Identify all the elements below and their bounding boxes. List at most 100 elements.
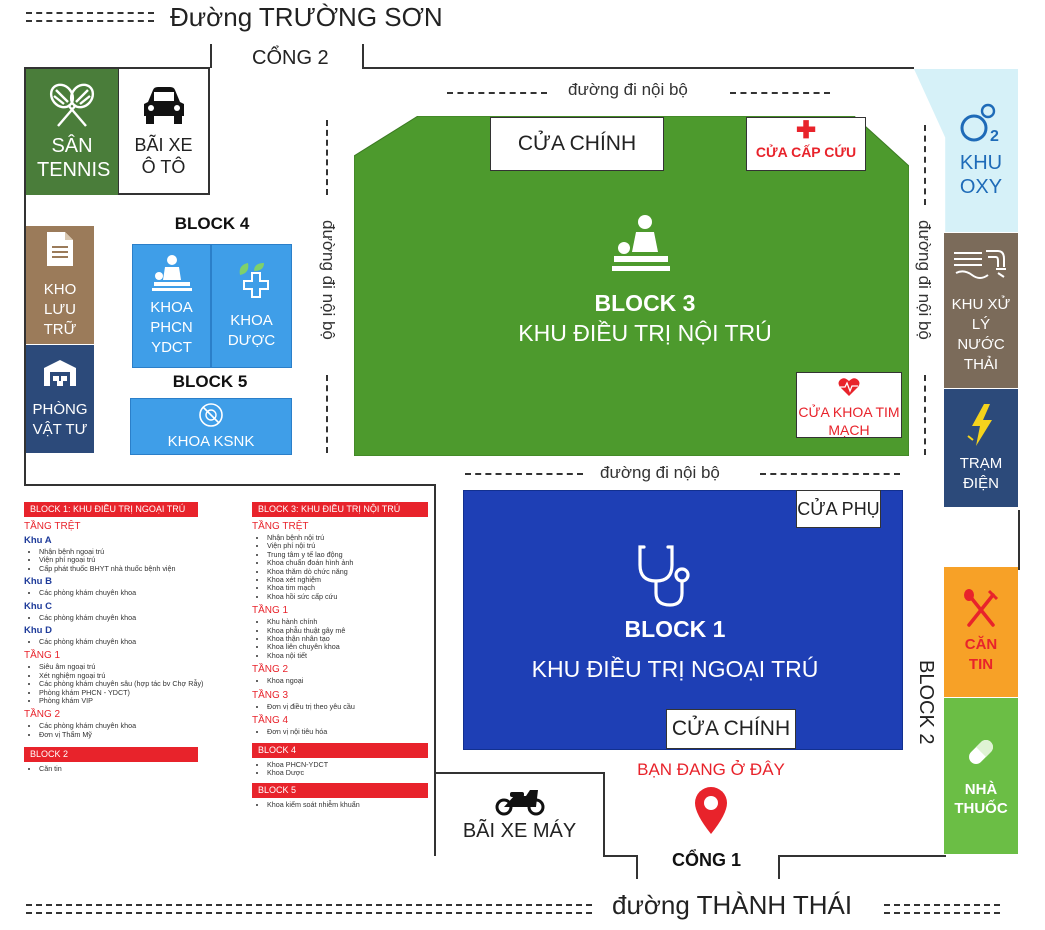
legend-floor-title: TẦNG 4: [252, 715, 289, 727]
heart-pulse-icon: [838, 378, 860, 396]
boundary-line: [210, 44, 212, 68]
block1-main-door[interactable]: CỬA CHÍNH: [666, 709, 796, 749]
leaf-cross-icon: [239, 263, 269, 298]
road-top-line: [26, 12, 154, 14]
internal-road-dash: [465, 473, 583, 475]
block1-side-door[interactable]: CỬA PHỤ: [796, 490, 881, 528]
block1-subtitle: KHU ĐIỀU TRỊ NGOẠI TRÚ: [531, 656, 819, 682]
boundary-line: [24, 67, 26, 485]
tile-pharmacy[interactable]: NHÀ THUỐC: [944, 698, 1018, 854]
road-truong-son-label: Đường TRƯỜNG SƠN: [170, 2, 443, 32]
legend-list: Các phòng khám chuyên khoa: [24, 637, 234, 646]
legend-floor-title: TẦNG 1: [252, 605, 289, 617]
road-top-line: [26, 20, 154, 22]
boundary-line: [1018, 510, 1020, 570]
legend-item: Khoa phẫu thuật gây mê: [267, 626, 367, 635]
legend-list: Khoa ngoại: [252, 676, 367, 685]
tile-canteen-label: CĂN TIN: [964, 636, 998, 673]
tennis-icon: [49, 83, 95, 127]
tile-phcn-ydct[interactable]: KHOA PHCN YDCT: [132, 244, 211, 368]
legend-item: Trung tâm y tế lao động: [267, 550, 367, 559]
legend-list: Các phòng khám chuyên khoa: [24, 588, 234, 597]
legend-block4-list: Khoa PHCN-YDCTKhoa Dược: [252, 760, 430, 778]
legend-block3: BLOCK 3: KHU ĐIỀU TRỊ NỘI TRÚ TẦNG TRỆTN…: [252, 502, 430, 810]
tile-ksnk-label: KHOA KSNK: [167, 432, 255, 450]
legend-item: Nhận bệnh ngoại trú: [39, 547, 234, 556]
road-bottom-line: [26, 912, 592, 914]
legend-floor-title: TẦNG 1: [24, 650, 61, 662]
internal-road-label: đường đi nội bộ: [568, 80, 688, 99]
block3-cardio-door[interactable]: CỬA KHOA TIM MẠCH: [796, 372, 902, 438]
boundary-line: [603, 772, 605, 856]
tile-pharmacy-dept[interactable]: KHOA DƯỢC: [211, 244, 292, 368]
legend-list: Nhận bệnh ngoại trúViện phí ngoại trúCấp…: [24, 547, 234, 573]
legend-floor-title: TẦNG TRỆT: [252, 521, 309, 532]
legend-item: Viện phí nội trú: [267, 541, 367, 550]
motorbike-icon: [495, 790, 544, 816]
tile-archive[interactable]: KHO LƯU TRỮ: [26, 226, 94, 344]
block3-cardio-label: CỬA KHOA TIM MẠCH: [798, 404, 900, 438]
warehouse-icon: [44, 360, 76, 386]
block3-building[interactable]: [354, 116, 909, 456]
legend-block3-body: TẦNG TRỆTNhận bệnh nội trúViện phí nội t…: [252, 521, 430, 737]
legend-item: Xét nghiệm ngoại trú: [39, 671, 234, 680]
boundary-line: [778, 855, 946, 857]
oxygen-icon: 2: [960, 103, 999, 143]
block1-title: BLOCK 1: [624, 616, 726, 642]
legend-item: Cấp phát thuốc BHYT nhà thuốc bệnh viện: [39, 564, 234, 573]
block3-main-door[interactable]: CỬA CHÍNH: [490, 117, 664, 171]
tile-moto-park[interactable]: BÃI XE MÁY: [436, 774, 603, 855]
legend-floor-title: TẦNG 2: [252, 664, 289, 676]
internal-road-label: đường đi nội bộ: [319, 220, 338, 340]
boundary-line: [24, 484, 435, 486]
legend-item: Khoa xét nghiệm: [267, 575, 367, 584]
massage-therapy-icon: [151, 255, 192, 291]
boundary-line: [603, 855, 637, 857]
legend-item: Khoa liên chuyên khoa: [267, 643, 367, 652]
legend-item: Các phòng khám chuyên khoa: [39, 637, 234, 646]
wastewater-pipe-icon: [954, 249, 1006, 279]
legend-item: Viện phí ngoại trú: [39, 555, 234, 564]
fork-spoon-icon: [964, 589, 999, 627]
tile-wastewater[interactable]: KHU XỬ LÝ NƯỚC THẢI: [944, 233, 1018, 388]
block3-subtitle: KHU ĐIỀU TRỊ NỘI TRÚ: [518, 320, 772, 346]
tile-ksnk[interactable]: KHOA KSNK: [130, 398, 292, 455]
boundary-line: [434, 484, 436, 856]
tile-car-park[interactable]: BÃI XE Ô TÔ: [118, 69, 210, 195]
internal-road-dash: [730, 92, 830, 94]
boundary-line: [778, 855, 780, 879]
legend-zone-title: Khu D: [24, 625, 52, 637]
legend-item: Căn tin: [39, 764, 234, 773]
legend-item: Các phòng khám chuyên khoa: [39, 722, 234, 731]
legend-item: Các phòng khám chuyên khoa: [39, 588, 234, 597]
tile-tennis[interactable]: SÂN TENNIS: [26, 69, 118, 195]
legend-zone-title: Khu C: [24, 600, 52, 612]
document-icon: [47, 232, 73, 266]
legend-zone-title: Khu B: [24, 576, 52, 588]
legend-block5-header: BLOCK 5: [252, 783, 428, 799]
tile-supplies[interactable]: PHÒNG VẬT TƯ: [26, 345, 94, 453]
tile-oxygen-label: KHU OXY: [959, 151, 1003, 198]
tile-car-park-label: BÃI XE Ô TÔ: [134, 135, 193, 177]
legend-item: Nhận bệnh nội trú: [267, 533, 367, 542]
road-bottom-line: [884, 912, 1000, 914]
tile-oxygen[interactable]: 2 KHU OXY: [914, 69, 1018, 232]
svg-text:2: 2: [990, 128, 999, 143]
legend-item: Khoa hồi sức cấp cứu: [267, 592, 367, 601]
legend-item: Khoa thăm dò chức năng: [267, 567, 367, 576]
internal-road-label: đường đi nội bộ: [915, 220, 934, 340]
internal-road-dash: [326, 120, 328, 195]
legend-item: Khoa nội tiết: [267, 651, 367, 660]
tile-wastewater-label: KHU XỬ LÝ NƯỚC THẢI: [951, 295, 1011, 373]
legend-item: Phòng khám VIP: [39, 696, 234, 705]
block1-building[interactable]: [463, 490, 903, 750]
block3-emergency-door[interactable]: ✚ CỬA CẤP CỨU: [746, 117, 866, 171]
tile-canteen[interactable]: CĂN TIN: [944, 567, 1018, 697]
gate-2-label: CỔNG 2: [252, 47, 329, 69]
legend-item: Khoa ngoại: [267, 676, 367, 685]
tile-power-station[interactable]: TRẠM ĐIỆN: [944, 389, 1018, 507]
emergency-cross-icon: ✚: [795, 117, 817, 144]
legend-zone-title: Khu A: [24, 535, 52, 546]
legend-item: Đơn vị Thẩm Mỹ: [39, 730, 234, 739]
block5-title: BLOCK 5: [172, 372, 248, 391]
